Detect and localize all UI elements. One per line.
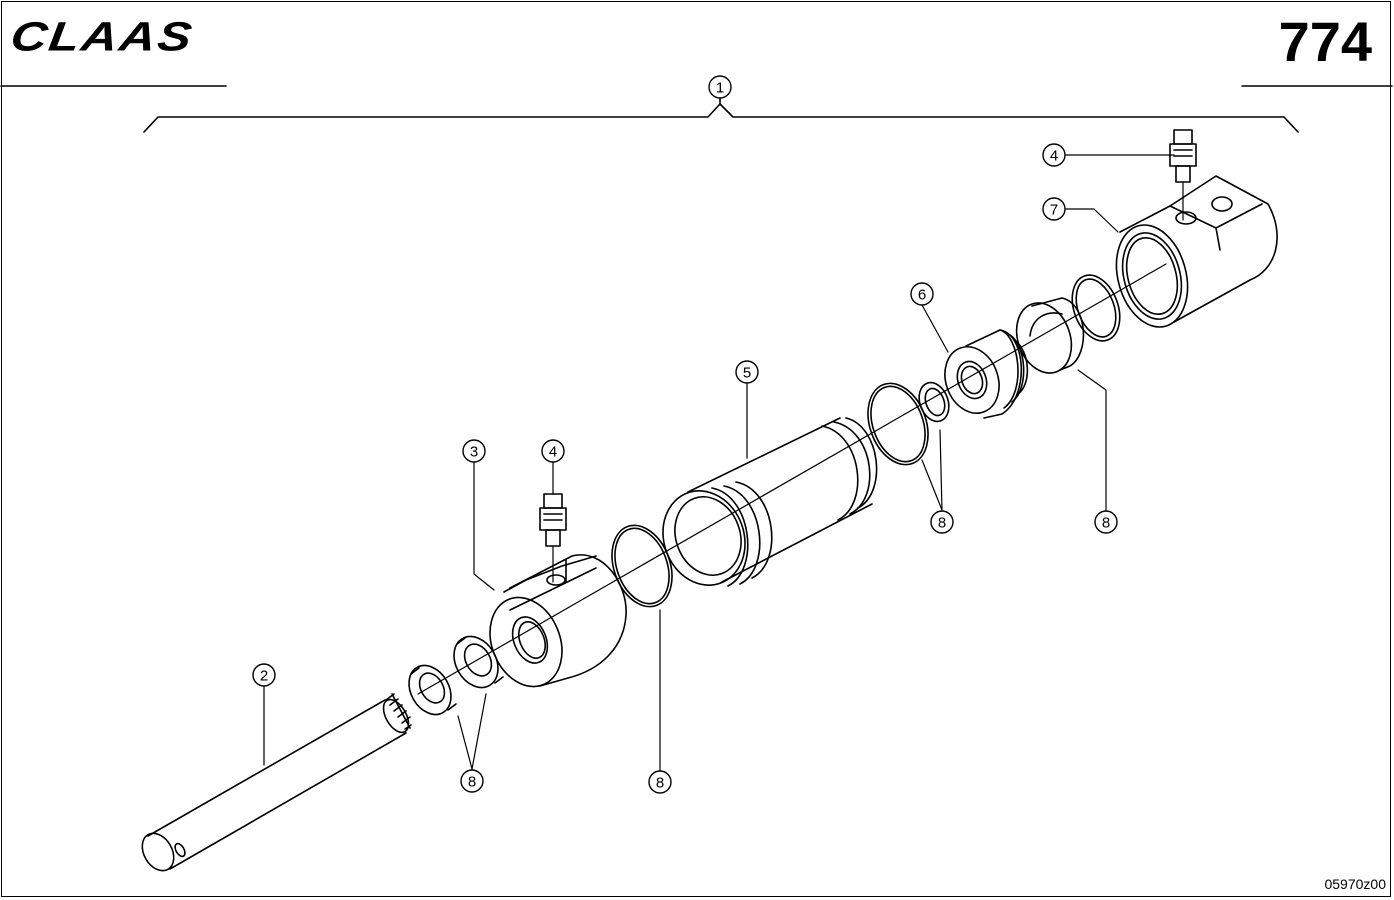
cylinder-tube (662, 417, 878, 587)
o-ring-front (611, 524, 673, 608)
callout-8-front-oring: 8 (656, 775, 664, 792)
grease-nipple-rear (1169, 129, 1197, 183)
callout-2: 2 (260, 668, 268, 685)
callout-3: 3 (470, 444, 478, 461)
seal-ring-rod-1 (408, 664, 457, 716)
assembly-axis (417, 263, 1167, 695)
assembly-bracket (143, 103, 1299, 133)
piston-seal-small (918, 381, 950, 423)
piston-rod (141, 693, 412, 872)
callout-5: 5 (743, 365, 751, 382)
page-number: 774 (1278, 10, 1372, 73)
callout-circles (252, 75, 1118, 794)
callout-4-rear: 4 (1050, 148, 1058, 165)
callout-6: 6 (918, 287, 926, 304)
o-ring-rear (867, 382, 929, 466)
callout-8-head-seals: 8 (1102, 515, 1110, 532)
callout-8-piston-seals: 8 (938, 515, 946, 532)
callout-8-rod-seals: 8 (468, 774, 476, 791)
drawing-id: 05970z00 (1324, 876, 1386, 892)
callout-4-front: 4 (549, 444, 557, 461)
cylinder-head-front (489, 554, 627, 688)
cylinder-head-rear (1115, 175, 1278, 328)
piston (944, 329, 1029, 419)
callout-1: 1 (716, 80, 724, 97)
callout-7: 7 (1050, 202, 1058, 219)
leader-lines (263, 154, 1175, 771)
grease-nipple-front (539, 493, 567, 547)
